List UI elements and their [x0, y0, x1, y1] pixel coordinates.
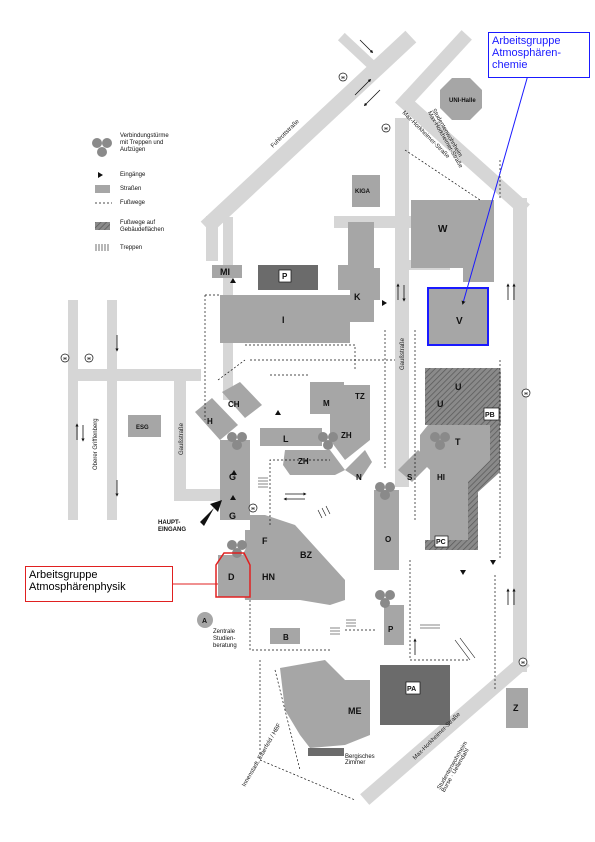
legend-entrances: Eingänge	[120, 172, 146, 178]
building-u1: U	[455, 382, 462, 392]
building-zh1: ZH	[298, 457, 309, 466]
legend-footpaths: Fußwege	[120, 200, 146, 206]
building-hi: HI	[437, 473, 445, 482]
building-esg: ESG	[136, 425, 149, 431]
building-g2: G	[229, 511, 236, 521]
svg-text:H: H	[521, 660, 524, 665]
building-uni-halle: UNI-Halle	[449, 98, 476, 104]
svg-text:H: H	[63, 356, 66, 361]
building-hn: HN	[262, 572, 275, 582]
building-s: S	[407, 473, 413, 482]
legend-footpaths-buildings: Fußwege auf Gebäudeflächen	[120, 220, 165, 233]
h-symbols	[60, 72, 531, 667]
building-tz: TZ	[355, 392, 365, 401]
building-n: N	[356, 473, 362, 482]
callout-atmospheric-chemistry[interactable]: Arbeitsgruppe Atmosphären- chemie	[488, 32, 590, 78]
building-m: M	[323, 399, 330, 408]
building-z: Z	[513, 703, 519, 713]
building-a: A	[202, 618, 207, 625]
building-pc: PC	[436, 539, 446, 546]
building-kiga: KIGA	[355, 189, 371, 195]
street-studentenwohnheim-bottom: StudentenwohnheimBurse · Uellendahl	[437, 741, 474, 794]
highlight-building-d[interactable]	[215, 552, 251, 598]
main-entrance-arrow	[200, 500, 222, 526]
legend-towers: Verbindungstürme mit Treppen und Aufzüge…	[120, 133, 169, 153]
building-f: F	[262, 536, 268, 546]
building-i: I	[282, 315, 285, 325]
building-o: O	[385, 535, 391, 544]
building-b: B	[283, 633, 289, 642]
main-entrance-label: HAUPT-EINGANG	[158, 520, 186, 533]
dark-buildings	[258, 265, 450, 756]
svg-text:H: H	[341, 75, 344, 80]
building-pa: PA	[407, 686, 416, 693]
building-pb: PB	[485, 412, 495, 419]
callout-atmospheric-physics[interactable]: Arbeitsgruppe Atmosphärenphysik	[25, 566, 173, 602]
hatched-areas	[425, 368, 500, 550]
building-p-top: P	[282, 272, 288, 281]
legend-stairs: Treppen	[120, 245, 143, 251]
road-arrows	[75, 39, 516, 655]
svg-text:H: H	[524, 391, 527, 396]
street-gauss-1: Gaußstraße	[400, 337, 406, 370]
building-t: T	[455, 437, 461, 447]
building-u2: U	[437, 399, 444, 409]
building-ch: CH	[228, 400, 240, 409]
svg-text:H: H	[251, 506, 254, 511]
entrance-markers	[230, 278, 496, 575]
street-oberer-grifflenberg: Oberer Grifflenberg	[93, 418, 99, 470]
towers	[227, 432, 450, 608]
building-me: ME	[348, 706, 362, 716]
svg-text:H: H	[384, 126, 387, 131]
building-zh2: ZH	[341, 431, 352, 440]
stairs	[258, 477, 476, 661]
building-d: D	[228, 572, 235, 582]
highlight-building-v[interactable]	[427, 287, 489, 346]
building-bz: BZ	[300, 550, 312, 560]
street-gauss-2: Gaußstraße	[179, 422, 185, 455]
footpaths	[204, 149, 501, 801]
building-h: H	[207, 417, 213, 426]
building-mi: MI	[220, 267, 230, 277]
building-w: W	[438, 224, 448, 235]
building-p: P	[388, 625, 394, 634]
building-k: K	[354, 292, 361, 302]
legend-streets: Straßen	[120, 186, 142, 192]
building-labels: W V K I MI P KIGA UNI-Halle U U PB T HI …	[136, 98, 519, 716]
building-v: V	[456, 316, 463, 327]
street-innenstadt: Innenstadt, Elberfeld / HBF	[242, 722, 283, 788]
callout-line-chemie	[461, 74, 529, 305]
building-g1: G	[229, 472, 236, 482]
h-symbol-labels: H H H H H H H	[63, 75, 527, 665]
svg-text:H: H	[87, 356, 90, 361]
legend-symbols	[92, 138, 112, 251]
buildings	[128, 78, 528, 748]
building-l: L	[283, 434, 289, 444]
